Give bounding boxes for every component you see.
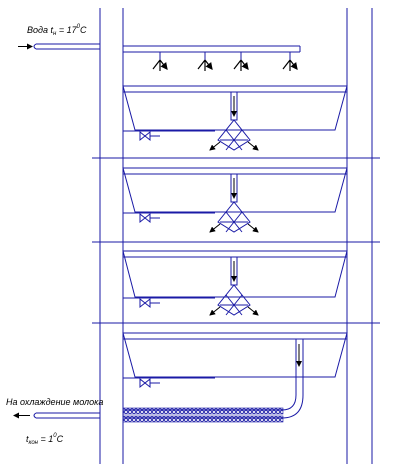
outlet-temp-unit: C [56, 434, 64, 444]
inlet-pipe-end [33, 43, 37, 50]
outlet-temp-subscript: кон [28, 440, 38, 446]
insulated-pipe-upper [122, 407, 284, 415]
spray-nozzle-icon [152, 59, 297, 71]
tray-2 [122, 167, 348, 213]
water-inlet-degree: 0 [76, 24, 80, 30]
water-inlet-value: = 17 [56, 25, 77, 35]
outlet-temp-degree: 0 [53, 433, 57, 439]
water-inlet-prefix: Вода t [27, 25, 53, 35]
water-inlet-label: Вода tн = 170C [27, 24, 86, 37]
outlet-temp-prefix: t [26, 434, 29, 444]
tray-3 [122, 250, 348, 298]
tray-1 [122, 85, 348, 131]
valve-icon [139, 130, 160, 389]
outlet-caption: На охлаждение молока [6, 397, 104, 407]
outlet-temp-value: = 1 [38, 434, 54, 444]
outlet-temp-label: tкон = 10C [26, 433, 63, 446]
tray-4 [122, 332, 348, 378]
water-inlet-unit: C [79, 25, 87, 35]
water-inlet-subscript: н [53, 31, 57, 37]
arrow-down-icon [13, 43, 302, 419]
insulated-pipe-lower [122, 415, 284, 423]
